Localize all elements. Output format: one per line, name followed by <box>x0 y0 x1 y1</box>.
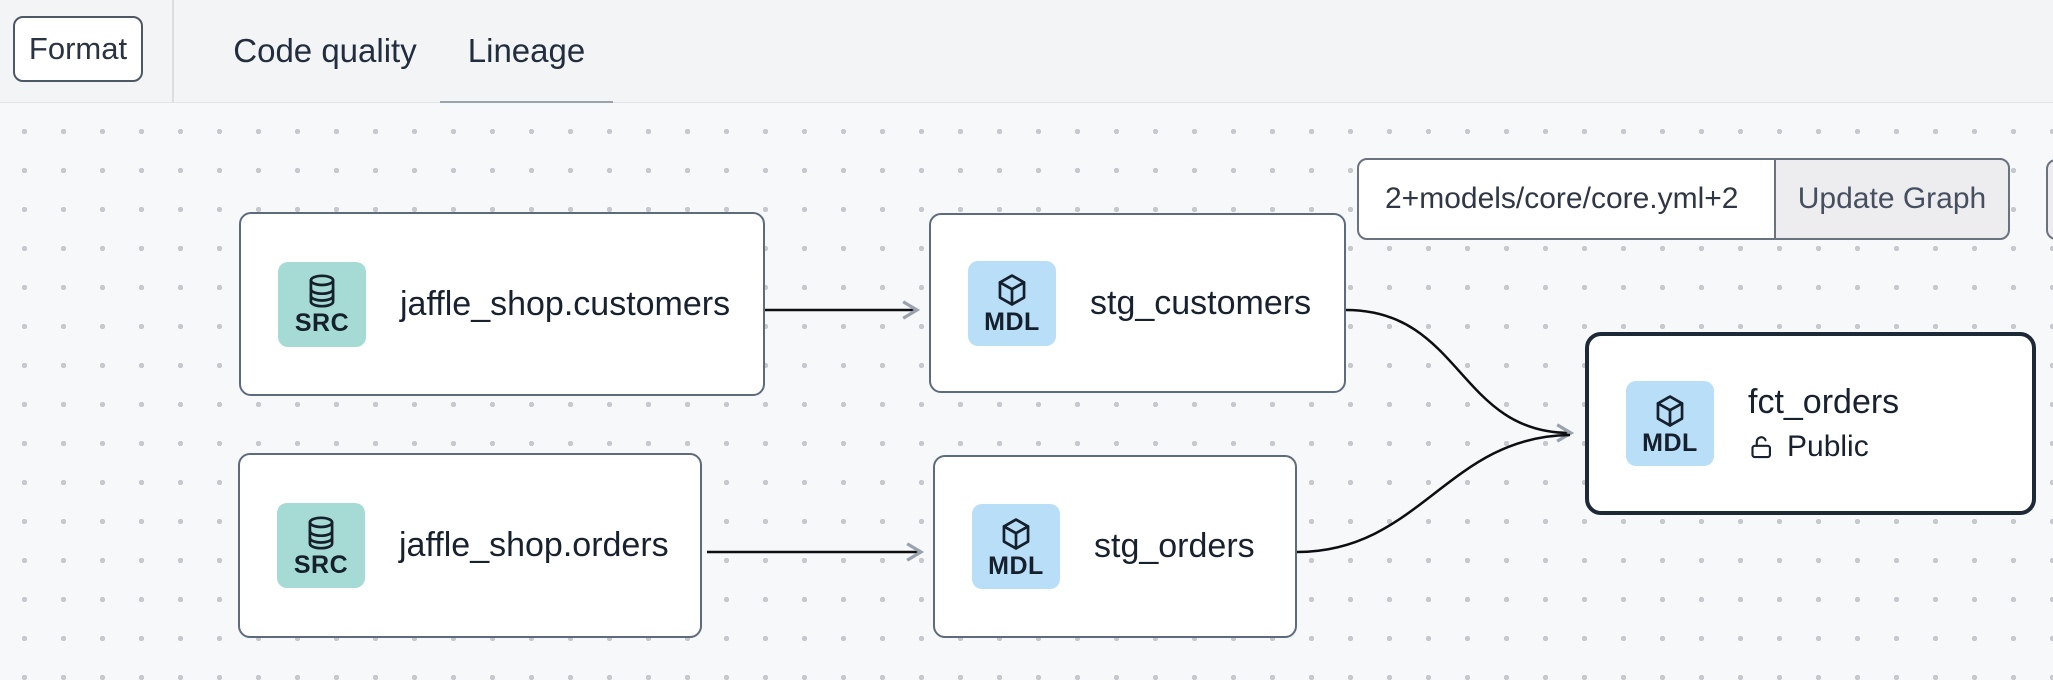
access-label: Public <box>1787 430 1869 463</box>
node-jaffle-shop-orders[interactable]: SRC jaffle_shop.orders <box>238 453 702 638</box>
database-icon <box>309 274 335 308</box>
node-title: stg_orders <box>1094 527 1255 565</box>
lineage-canvas[interactable]: SRC jaffle_shop.customers SRC jaffle_sho… <box>0 103 2053 680</box>
node-fct-orders[interactable]: MDL fct_orders Public <box>1585 332 2036 515</box>
node-title: stg_customers <box>1090 283 1312 322</box>
partial-clipped-button[interactable] <box>2046 159 2053 240</box>
cube-icon <box>1002 517 1030 550</box>
model-badge: MDL <box>968 260 1056 346</box>
update-graph-button[interactable]: Update Graph <box>1774 158 2010 240</box>
tab-code-quality[interactable]: Code quality <box>205 0 445 102</box>
toolbar: Format Code quality Lineage <box>0 0 2053 106</box>
source-badge: SRC <box>277 503 365 588</box>
model-badge: MDL <box>972 504 1060 589</box>
source-badge: SRC <box>278 261 366 347</box>
node-jaffle-shop-customers[interactable]: SRC jaffle_shop.customers <box>239 212 765 396</box>
access-row: Public <box>1748 430 1899 464</box>
format-button[interactable]: Format <box>13 16 143 82</box>
badge-label: SRC <box>294 309 350 337</box>
database-icon <box>308 515 334 550</box>
badge-label: MDL <box>988 551 1044 580</box>
toolbar-divider <box>172 0 174 102</box>
tab-label: Code quality <box>233 32 417 69</box>
cube-icon <box>1656 394 1684 427</box>
lineage-selector-input[interactable]: 2+models/core/core.yml+2 <box>1357 158 1776 240</box>
badge-label: MDL <box>984 308 1040 336</box>
cube-icon <box>998 274 1026 306</box>
tab-label: Lineage <box>467 32 586 69</box>
badge-label: MDL <box>1642 428 1698 457</box>
model-badge: MDL <box>1626 381 1714 466</box>
lock-open-icon <box>1751 435 1772 458</box>
edge-layer <box>707 300 1575 562</box>
node-stg-customers[interactable]: MDL stg_customers <box>929 213 1346 393</box>
node-title: fct_orders <box>1748 383 1900 421</box>
edge-stg-orders-to-fct <box>1296 433 1571 554</box>
node-title-block: fct_orders Public <box>1748 383 1899 464</box>
node-title: jaffle_shop.orders <box>399 526 669 564</box>
graph-selector-group: 2+models/core/core.yml+2 Update Graph <box>1357 158 2010 240</box>
edge-stg-customers-to-fct <box>1345 308 1575 443</box>
node-stg-orders[interactable]: MDL stg_orders <box>933 455 1297 638</box>
node-title: jaffle_shop.customers <box>400 284 731 323</box>
badge-label: SRC <box>293 550 349 579</box>
tab-lineage[interactable]: Lineage <box>440 0 613 106</box>
